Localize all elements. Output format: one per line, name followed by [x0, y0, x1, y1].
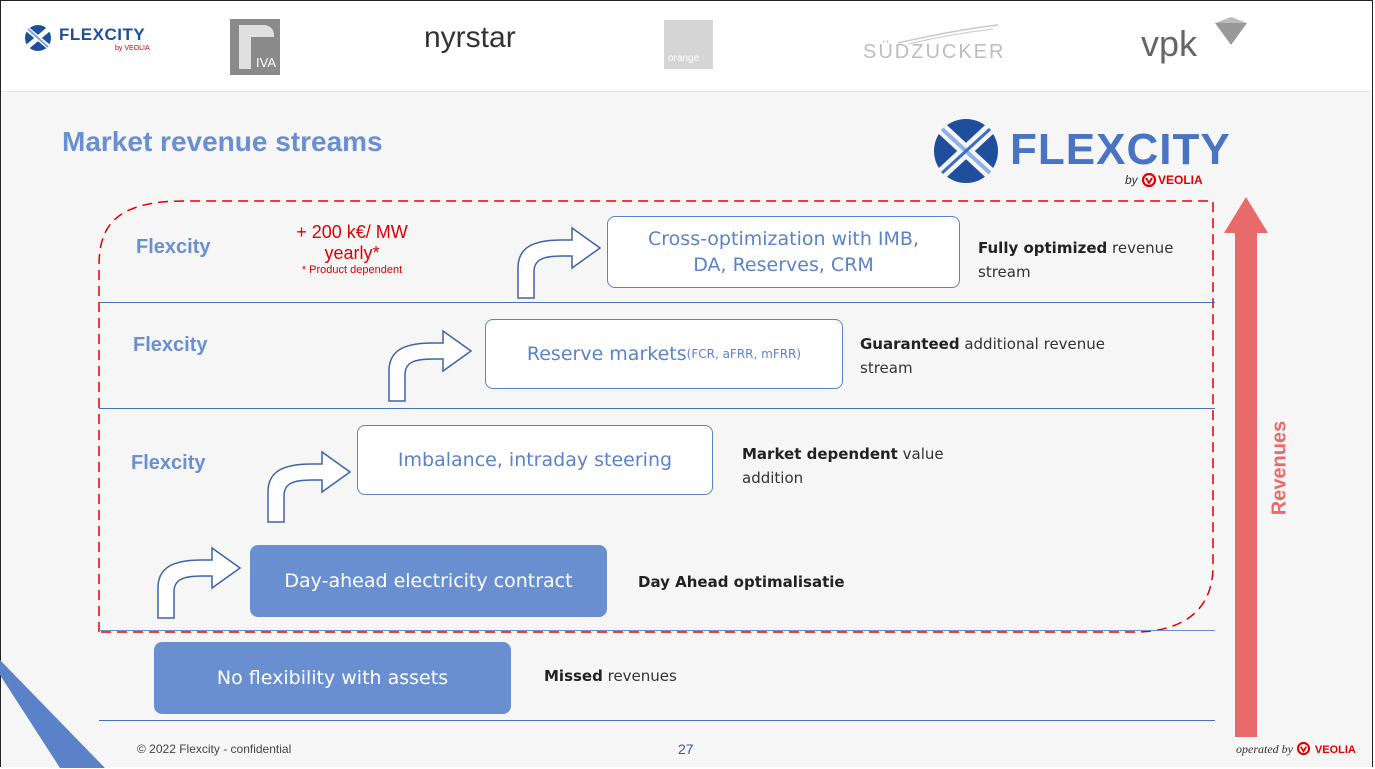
- iva-logo-text: IVA: [256, 55, 276, 70]
- page-title: Market revenue streams: [62, 126, 383, 157]
- orange-logo: orange: [664, 20, 713, 69]
- veolia-icon: [1142, 173, 1156, 187]
- vpk-wordmark: vpk: [1141, 23, 1198, 64]
- imbalance-intraday-box: Imbalance, intraday steering: [357, 425, 713, 495]
- flexcity-x-icon: [24, 25, 52, 51]
- row-2-description-rest: additional revenue stream: [860, 335, 1106, 377]
- page-number: 27: [678, 741, 694, 757]
- nyrstar-logo: nyrstar: [424, 21, 516, 54]
- partner-logo-bar: FLEXCITY by VEOLIA IVA nyrstar orange SÜ…: [1, 1, 1372, 92]
- row-divider-2: [99, 408, 1215, 409]
- suedzucker-wordmark: SÜDZUCKER: [863, 41, 1006, 63]
- reserve-markets-text: Reserve markets: [526, 343, 687, 365]
- row-5-description-bold: Missed: [544, 667, 603, 685]
- step-up-arrow-icon: [267, 450, 352, 523]
- reserve-markets-box: Reserve markets (FCR, aFRR, mFRR): [485, 319, 843, 389]
- cross-optimization-line-1: Cross-optimization with IMB,: [648, 228, 919, 250]
- flexcity-small-logo: FLEXCITY by VEOLIA: [23, 23, 150, 58]
- row-divider-1: [99, 302, 1215, 303]
- row-1-description: Fully optimized revenue stream: [978, 236, 1203, 284]
- decorative-diagonal-band: [0, 660, 105, 768]
- revenues-label: Revenues: [1268, 420, 1291, 516]
- flexcity-x-large-icon: [933, 119, 999, 183]
- orange-logo-text: orange: [668, 53, 700, 64]
- row-3-label: Flexcity: [131, 452, 206, 474]
- row-divider-3: [99, 630, 1215, 631]
- row-divider-4: [99, 720, 1215, 721]
- revenue-highlight-note: * Product dependent: [301, 264, 403, 276]
- vpk-triangle-icon: [1215, 17, 1247, 45]
- row-2-description: Guaranteed additional revenue stream: [860, 332, 1140, 380]
- revenues-up-arrow-icon: [1224, 197, 1268, 737]
- step-up-arrow-icon: [388, 329, 473, 402]
- row-5-description-rest: revenues: [602, 667, 677, 685]
- row-3-description-bold: Market dependent: [742, 445, 898, 463]
- flexcity-brand-logo: FLEXCITY by VEOLIA: [930, 115, 1230, 195]
- row-1-description-bold: Fully optimized: [978, 239, 1108, 257]
- row-3-description: Market dependent value addition: [742, 442, 982, 490]
- row-2-description-bold: Guaranteed: [860, 335, 960, 353]
- revenue-highlight-amount: + 200 k€/ MW: [296, 222, 408, 242]
- suedzucker-swoosh-icon: [897, 24, 999, 45]
- row-4-description-bold: Day Ahead optimalisatie: [638, 573, 845, 591]
- row-3-description-rest: value addition: [742, 445, 944, 487]
- iva-logo: IVA: [230, 19, 280, 75]
- reserve-markets-products: (FCR, aFRR, mFRR): [686, 347, 802, 361]
- row-5-description: Missed revenues: [544, 664, 744, 688]
- no-flexibility-box: No flexibility with assets: [154, 642, 511, 714]
- row-4-description: Day Ahead optimalisatie: [638, 570, 898, 594]
- cross-optimization-line-2: DA, Reserves, CRM: [693, 254, 874, 276]
- row-2-label: Flexcity: [133, 334, 208, 356]
- cross-optimization-box: Cross-optimization with IMB, DA, Reserve…: [607, 216, 960, 288]
- step-up-arrow-icon: [157, 546, 242, 619]
- row-1-description-rest: revenue stream: [978, 239, 1174, 281]
- flexcity-small-sub: by VEOLIA: [115, 45, 150, 52]
- flexcity-small-wordmark: FLEXCITY: [59, 25, 146, 44]
- operated-by-text: operated by: [1236, 742, 1293, 756]
- revenue-highlight-period: yearly*: [324, 243, 380, 263]
- day-ahead-contract-box: Day-ahead electricity contract: [250, 545, 607, 617]
- veolia-wordmark: VEOLIA: [1158, 173, 1203, 187]
- revenue-highlight: + 200 k€/ MW yearly* * Product dependent: [272, 222, 432, 277]
- veolia-footer-wordmark: VEOLIA: [1314, 744, 1356, 756]
- row-1-label: Flexcity: [136, 236, 211, 258]
- footer-copyright: © 2022 Flexcity - confidential: [137, 742, 292, 756]
- step-up-arrow-icon: [517, 226, 602, 299]
- flexcity-by-text: by: [1125, 173, 1138, 187]
- flexcity-wordmark: FLEXCITY: [1010, 125, 1231, 174]
- veolia-footer-icon: [1297, 741, 1311, 756]
- operated-by-veolia: operated by VEOLIA: [1236, 740, 1356, 758]
